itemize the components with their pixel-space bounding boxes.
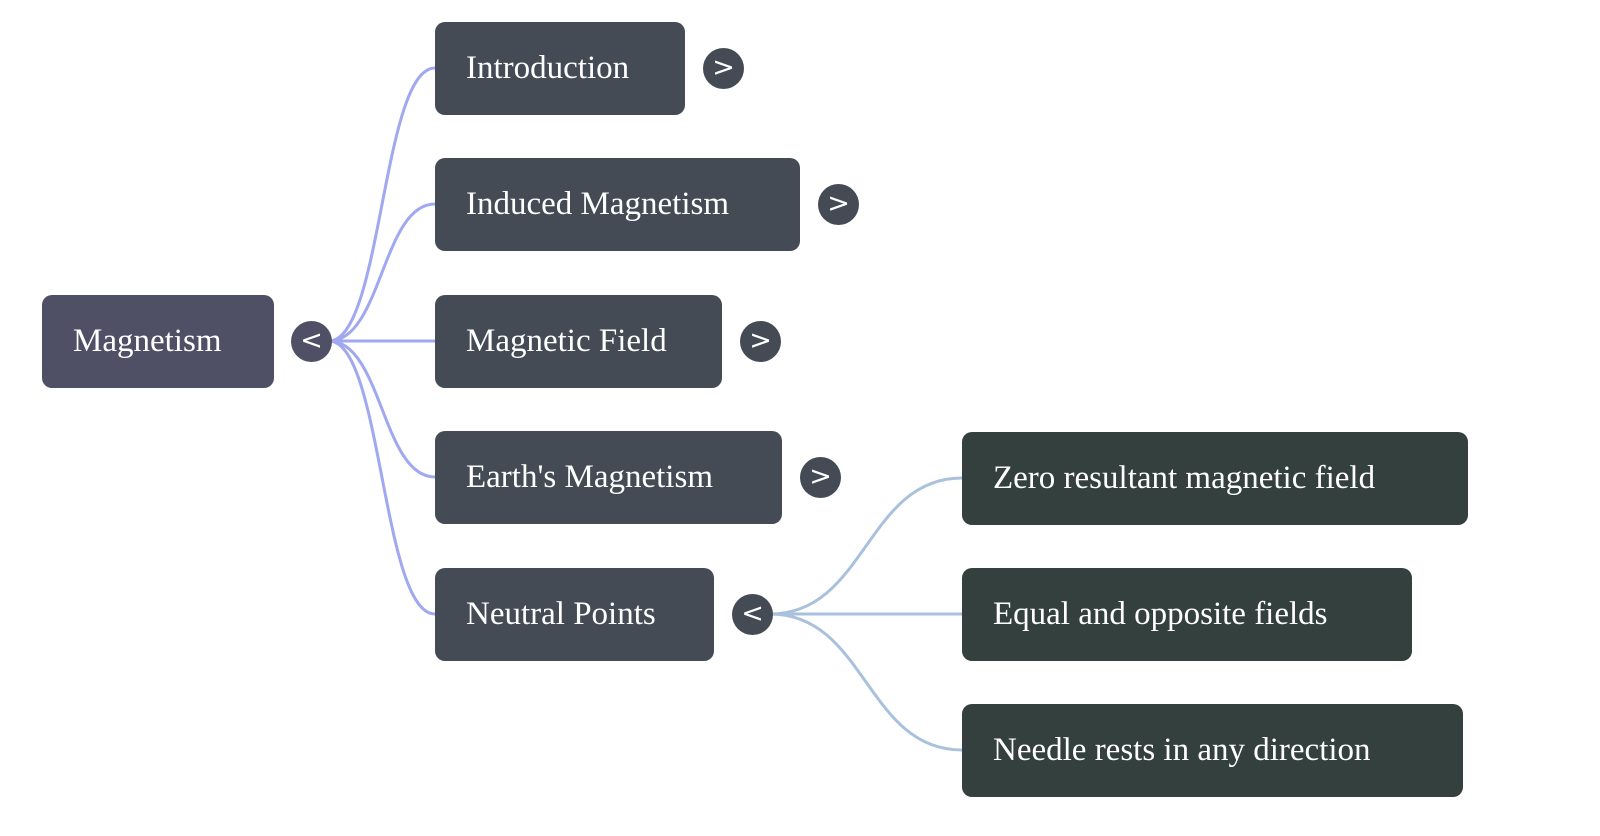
node-label: Introduction	[466, 50, 630, 86]
expand-toggle-earths-magnetism[interactable]: >	[800, 457, 841, 498]
collapse-icon: <	[741, 598, 764, 629]
expand-icon: >	[712, 52, 735, 83]
root-node[interactable]: Magnetism	[42, 295, 274, 388]
node-label: Earth's Magnetism	[466, 459, 713, 495]
root-node-label: Magnetism	[73, 323, 222, 359]
edge-root-to-child-4	[328, 339, 436, 616]
node-label: Induced Magnetism	[466, 186, 730, 222]
edge-root-to-child-1	[328, 202, 436, 343]
node-equal-and-opposite-fields[interactable]: Equal and opposite fields	[962, 568, 1412, 661]
expand-icon: >	[827, 188, 850, 219]
node-label: Magnetic Field	[466, 323, 667, 359]
edge-root-to-child-3	[328, 339, 436, 479]
expand-toggle-introduction[interactable]: >	[703, 48, 744, 89]
node-label: Equal and opposite fields	[993, 596, 1328, 632]
node-neutral-points[interactable]: Neutral Points	[435, 568, 714, 661]
collapse-icon: <	[300, 325, 323, 356]
node-magnetic-field[interactable]: Magnetic Field	[435, 295, 722, 388]
node-label: Zero resultant magnetic field	[993, 460, 1376, 496]
edge-neutral-points-to-child-2	[769, 612, 963, 752]
node-introduction[interactable]: Introduction	[435, 22, 685, 115]
expand-toggle-magnetic-field[interactable]: >	[740, 321, 781, 362]
collapse-toggle-neutral-points[interactable]: <	[732, 594, 773, 635]
node-label: Needle rests in any direction	[993, 732, 1371, 768]
node-earths-magnetism[interactable]: Earth's Magnetism	[435, 431, 782, 524]
node-zero-resultant-magnetic-field[interactable]: Zero resultant magnetic field	[962, 432, 1468, 525]
node-label: Neutral Points	[466, 596, 656, 632]
expand-icon: >	[809, 461, 832, 492]
node-induced-magnetism[interactable]: Induced Magnetism	[435, 158, 800, 251]
expand-toggle-induced-magnetism[interactable]: >	[818, 184, 859, 225]
expand-icon: >	[749, 325, 772, 356]
root-collapse-toggle[interactable]: <	[291, 321, 332, 362]
edge-neutral-points-to-child-0	[769, 476, 963, 616]
edge-root-to-child-0	[328, 66, 436, 343]
node-needle-rests-in-any-direction[interactable]: Needle rests in any direction	[962, 704, 1463, 797]
